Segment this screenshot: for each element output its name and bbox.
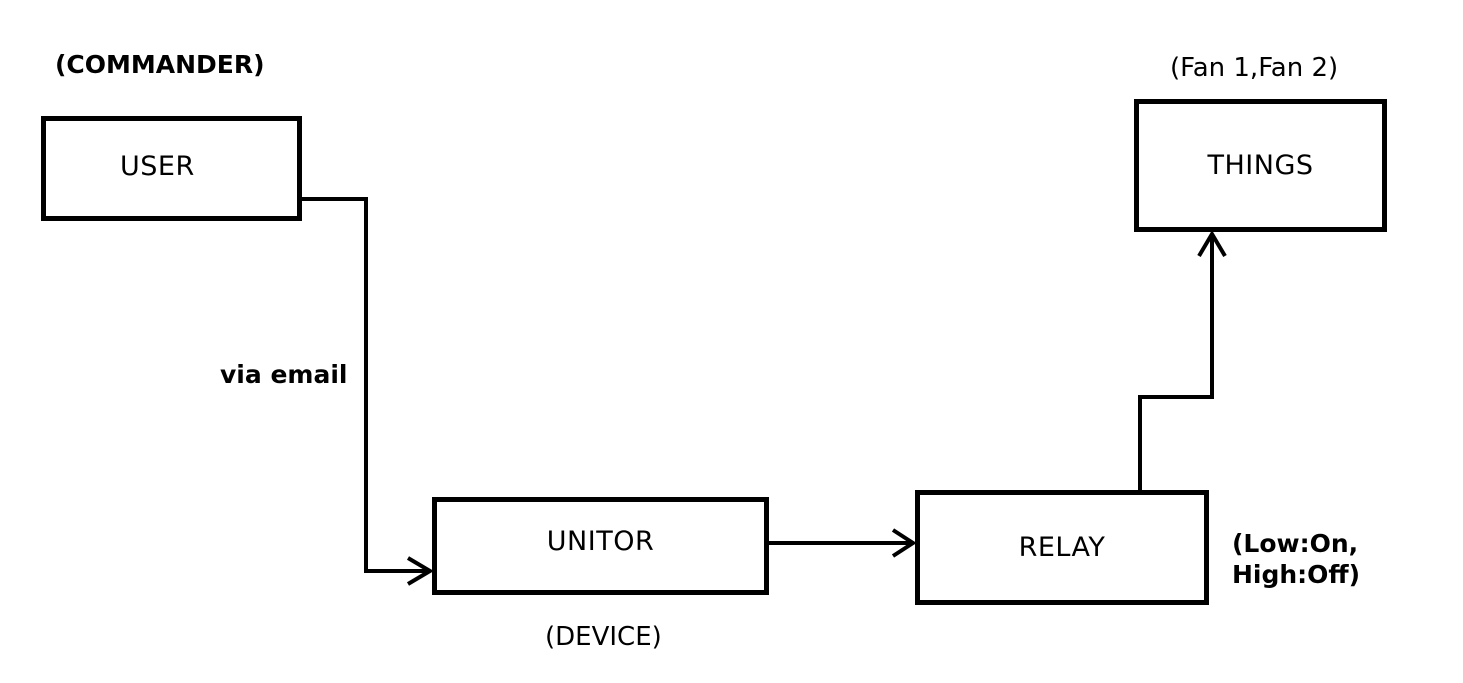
relay-state-note: (Low:On, High:Off)	[1232, 528, 1360, 591]
device-note: (DEVICE)	[545, 622, 662, 652]
via-email-label: via email	[220, 360, 348, 389]
arrowhead-relay-icon	[891, 528, 917, 558]
arrowhead-unitor-icon	[406, 556, 434, 586]
user-label: USER	[120, 151, 195, 182]
fans-note: (Fan 1,Fan 2)	[1170, 53, 1339, 83]
relay-state-line-1: (Low:On,	[1232, 529, 1359, 558]
things-box: THINGS	[1134, 99, 1387, 232]
edge-relay-to-things	[1138, 234, 1214, 490]
unitor-label: UNITOR	[546, 526, 655, 557]
things-label: THINGS	[1207, 150, 1314, 181]
relay-state-line-2: High:Off)	[1232, 560, 1361, 590]
user-box: USER	[41, 116, 302, 221]
arrowhead-things-icon	[1197, 230, 1227, 258]
relay-label: RELAY	[1018, 532, 1106, 563]
relay-box: RELAY	[915, 490, 1209, 605]
commander-note: (COMMANDER)	[55, 50, 265, 79]
edge-user-to-unitor	[302, 197, 430, 573]
unitor-box: UNITOR	[432, 497, 769, 595]
